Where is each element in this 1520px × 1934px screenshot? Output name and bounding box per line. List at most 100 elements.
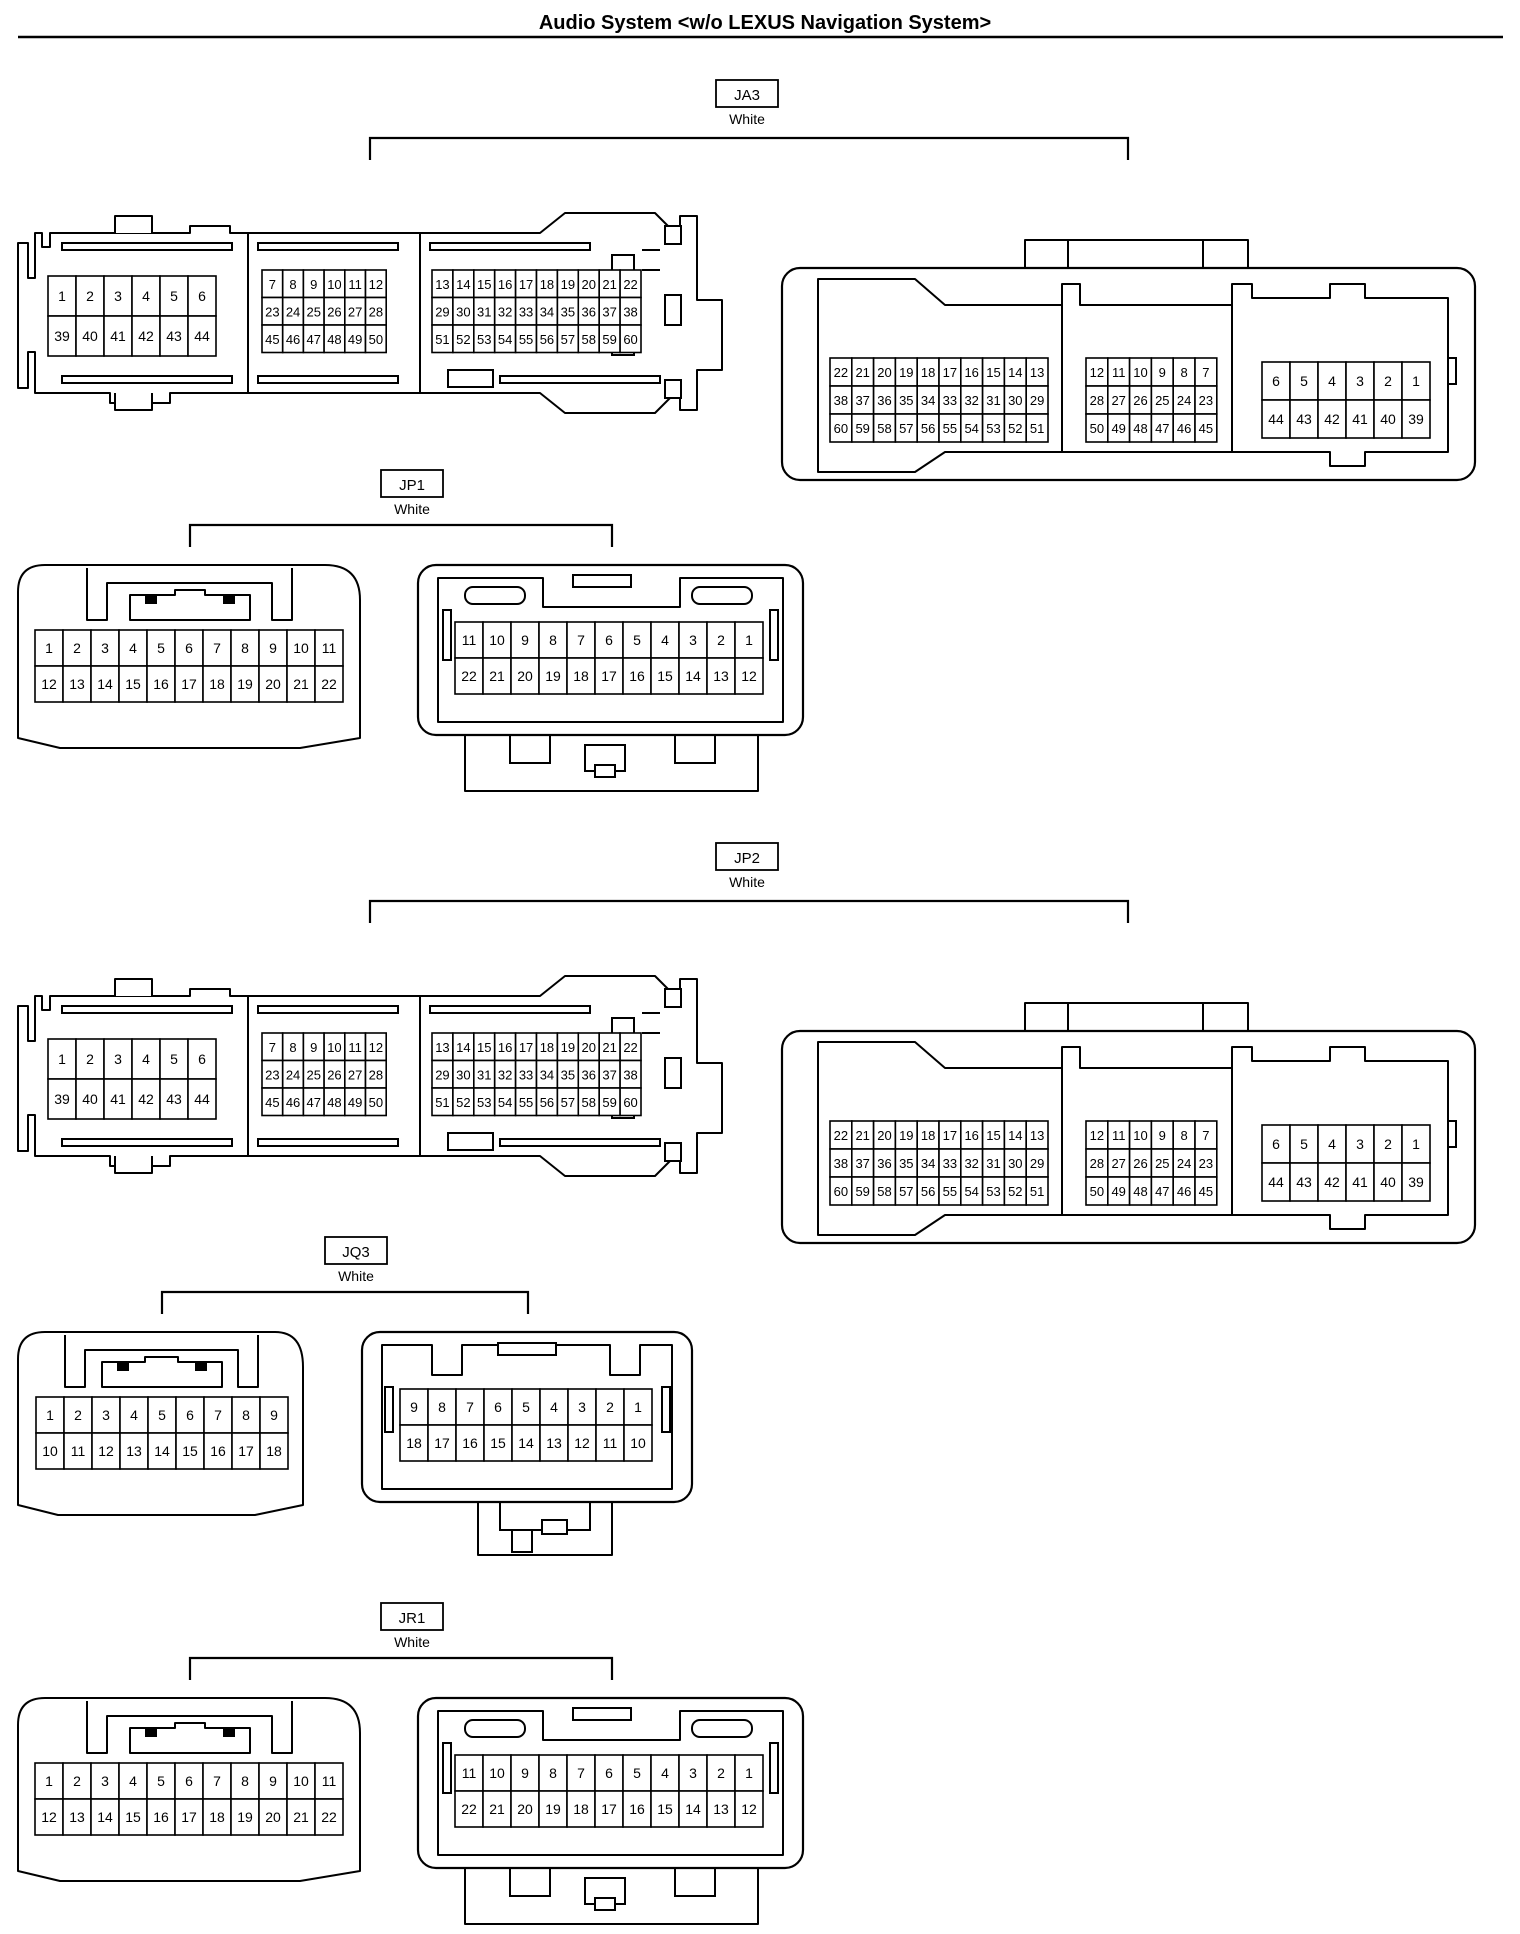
pin-cell [706, 621, 736, 659]
pin-cell [454, 1754, 484, 1792]
pin-cell [706, 1754, 736, 1792]
connector-code: JR1 [399, 1610, 426, 1627]
pin-number: 8 [438, 1399, 446, 1415]
pin-number: 47 [307, 1095, 321, 1110]
connector-color: White [338, 1268, 374, 1284]
connector-code: JQ3 [342, 1244, 370, 1261]
pin-number: 8 [1180, 1128, 1187, 1143]
pin-number: 18 [540, 1040, 554, 1055]
pin-number: 27 [1111, 1156, 1125, 1171]
pin-number: 18 [921, 1128, 935, 1143]
pin-cell [1194, 1176, 1218, 1206]
pin-cell [1261, 1162, 1291, 1202]
latch-slot [223, 596, 235, 604]
pin-cell [427, 1424, 457, 1462]
pin-number: 20 [877, 1128, 891, 1143]
housing-part [664, 225, 682, 245]
pin-number: 54 [498, 332, 512, 347]
pin-number: 40 [82, 328, 98, 344]
pin-number: 13 [1030, 1128, 1044, 1143]
pin-number: 30 [1008, 1156, 1022, 1171]
pin-number: 1 [1412, 373, 1420, 389]
pin-number: 49 [348, 332, 362, 347]
pin-number: 51 [1030, 421, 1044, 436]
pin-number: 28 [1090, 393, 1104, 408]
pin-cell [1373, 1162, 1403, 1202]
pin-number: 18 [209, 676, 225, 692]
pin-number: 16 [153, 676, 169, 692]
pin-number: 8 [242, 1407, 250, 1423]
pin-cell [1401, 1162, 1431, 1202]
pin-number: 8 [289, 1040, 296, 1055]
pin-number: 11 [462, 632, 477, 648]
pin-number: 32 [498, 1067, 512, 1082]
lock-slot [447, 369, 494, 388]
pin-number: 45 [1199, 1184, 1213, 1199]
pin-number: 53 [477, 332, 491, 347]
pin-number: 6 [198, 288, 206, 304]
housing-part [509, 1867, 551, 1897]
pin-number: 57 [899, 421, 913, 436]
pin-number: 1 [634, 1399, 642, 1415]
pin-number: 13 [1030, 365, 1044, 380]
pin-number: 10 [630, 1435, 646, 1451]
pin-number: 16 [964, 365, 978, 380]
pin-cell [594, 621, 624, 659]
pin-number: 25 [1155, 393, 1169, 408]
pin-cell [258, 1762, 288, 1800]
pin-number: 2 [73, 640, 81, 656]
pin-number: 30 [1008, 393, 1022, 408]
pin-number: 40 [1380, 411, 1396, 427]
pin-number: 29 [1030, 393, 1044, 408]
pin-number: 52 [456, 1095, 470, 1110]
pin-number: 7 [214, 1407, 222, 1423]
pin-cell [203, 1432, 233, 1470]
pin-number: 5 [158, 1407, 166, 1423]
pin-cell [1025, 1176, 1049, 1206]
latch-frame [86, 1701, 293, 1754]
pin-number: 19 [899, 365, 913, 380]
pin-number: 13 [546, 1435, 562, 1451]
pin-number: 20 [265, 676, 281, 692]
pin-number: 7 [213, 640, 221, 656]
pin-cell [75, 1038, 105, 1080]
pin-number: 39 [54, 1091, 70, 1107]
pin-cell [1194, 413, 1218, 443]
pin-number: 23 [1199, 1156, 1213, 1171]
housing-part [664, 1057, 682, 1089]
housing-part [429, 242, 591, 251]
pin-number: 9 [1159, 1128, 1166, 1143]
pin-number: 17 [519, 1040, 533, 1055]
pin-number: 57 [561, 332, 575, 347]
pin-number: 32 [964, 1156, 978, 1171]
pin-number: 23 [1199, 393, 1213, 408]
pin-number: 3 [114, 1051, 122, 1067]
pin-number: 57 [899, 1184, 913, 1199]
pin-number: 4 [129, 1773, 137, 1789]
pin-number: 12 [369, 1040, 383, 1055]
pin-cell [1345, 1124, 1375, 1164]
pin-cell [187, 1038, 217, 1080]
pin-number: 5 [170, 288, 178, 304]
lock-slot [447, 1132, 494, 1151]
pin-number: 14 [518, 1435, 534, 1451]
pin-number: 49 [1111, 1184, 1125, 1199]
pin-number: 11 [71, 1443, 86, 1459]
pin-cell [1401, 361, 1431, 401]
pin-number: 4 [661, 632, 669, 648]
pin-cell [619, 1087, 642, 1117]
bracket [188, 1656, 614, 1680]
pin-number: 58 [877, 421, 891, 436]
pin-number: 9 [1159, 365, 1166, 380]
pin-cell [594, 1790, 624, 1828]
pin-number: 48 [327, 332, 341, 347]
pin-number: 13 [435, 1040, 449, 1055]
pin-number: 6 [185, 1773, 193, 1789]
pin-number: 34 [921, 393, 935, 408]
pin-number: 45 [265, 332, 279, 347]
